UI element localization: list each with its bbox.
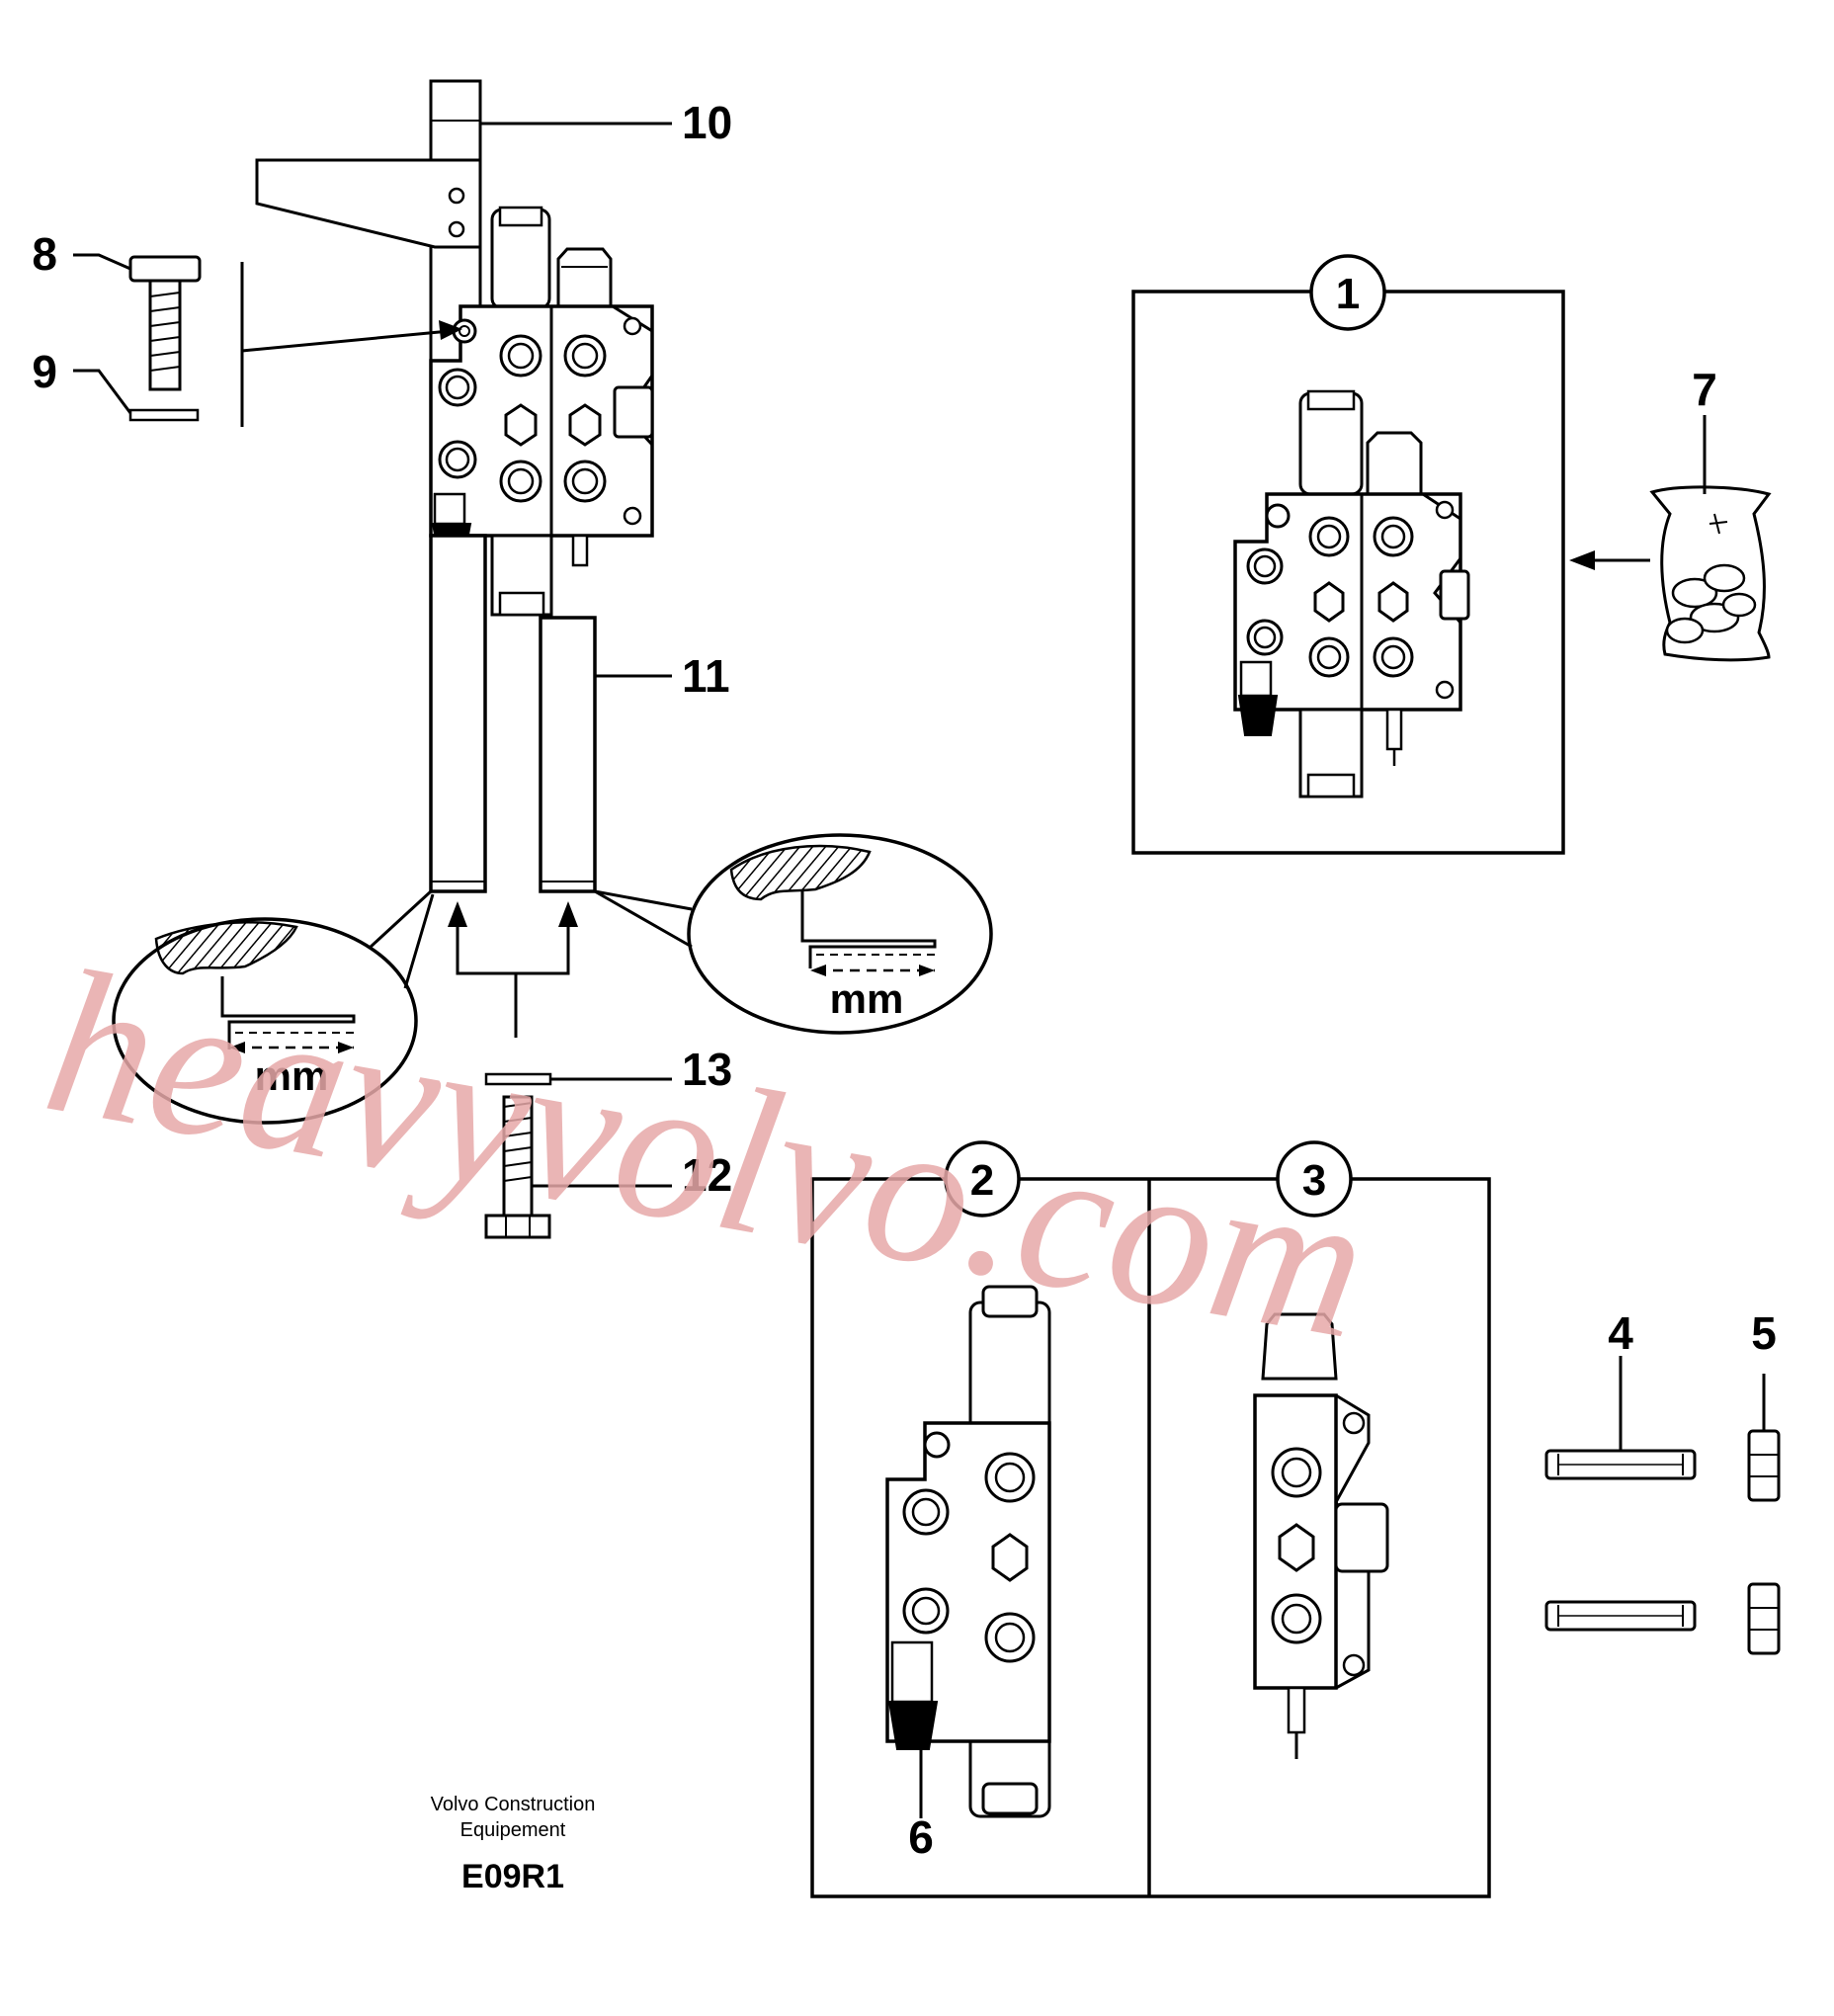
callout-2: 2 bbox=[970, 1156, 994, 1205]
main-assembly: mm mm bbox=[73, 79, 993, 1239]
washer-9 bbox=[128, 408, 200, 422]
callout-6: 6 bbox=[908, 1811, 934, 1863]
mounting-bracket bbox=[255, 158, 482, 249]
footer-line-1: Volvo Construction bbox=[431, 1794, 596, 1815]
callout-12: 12 bbox=[682, 1149, 732, 1201]
unit-label-left: mm bbox=[255, 1052, 329, 1099]
bolt-8 bbox=[128, 255, 202, 283]
callout-11: 11 bbox=[682, 650, 730, 702]
callout-10: 10 bbox=[682, 97, 732, 148]
callout-7: 7 bbox=[1692, 364, 1717, 415]
callout-circle-3 bbox=[1276, 1140, 1353, 1218]
watermark: heavyvolvo.com bbox=[32, 926, 1382, 1383]
diagram-code: E09R1 bbox=[461, 1858, 564, 1895]
callout-13: 13 bbox=[682, 1044, 732, 1095]
seal-kit-7 bbox=[1569, 415, 1772, 662]
callout-3: 3 bbox=[1302, 1156, 1326, 1205]
parts-4-5 bbox=[1544, 1356, 1781, 1655]
callout-4: 4 bbox=[1608, 1307, 1633, 1359]
footer-line-2: Equipement bbox=[460, 1819, 566, 1841]
callout-9: 9 bbox=[32, 346, 57, 397]
box-2-3-valve-sections: 2 3 bbox=[810, 1140, 1491, 1898]
bolt-12 bbox=[502, 1095, 534, 1218]
box-1-complete-valve: 1 bbox=[1131, 254, 1565, 855]
unit-label-right: mm bbox=[830, 975, 904, 1022]
callout-1: 1 bbox=[1336, 270, 1360, 318]
callout-circle-1 bbox=[1309, 254, 1386, 331]
detail-inset-right: mm bbox=[594, 833, 993, 1035]
callout-circle-2 bbox=[944, 1140, 1021, 1218]
callout-8: 8 bbox=[32, 228, 57, 280]
callout-5: 5 bbox=[1751, 1307, 1777, 1359]
hose-right bbox=[539, 616, 597, 893]
detail-inset-left: mm bbox=[112, 889, 435, 1125]
hose-left bbox=[429, 534, 487, 893]
